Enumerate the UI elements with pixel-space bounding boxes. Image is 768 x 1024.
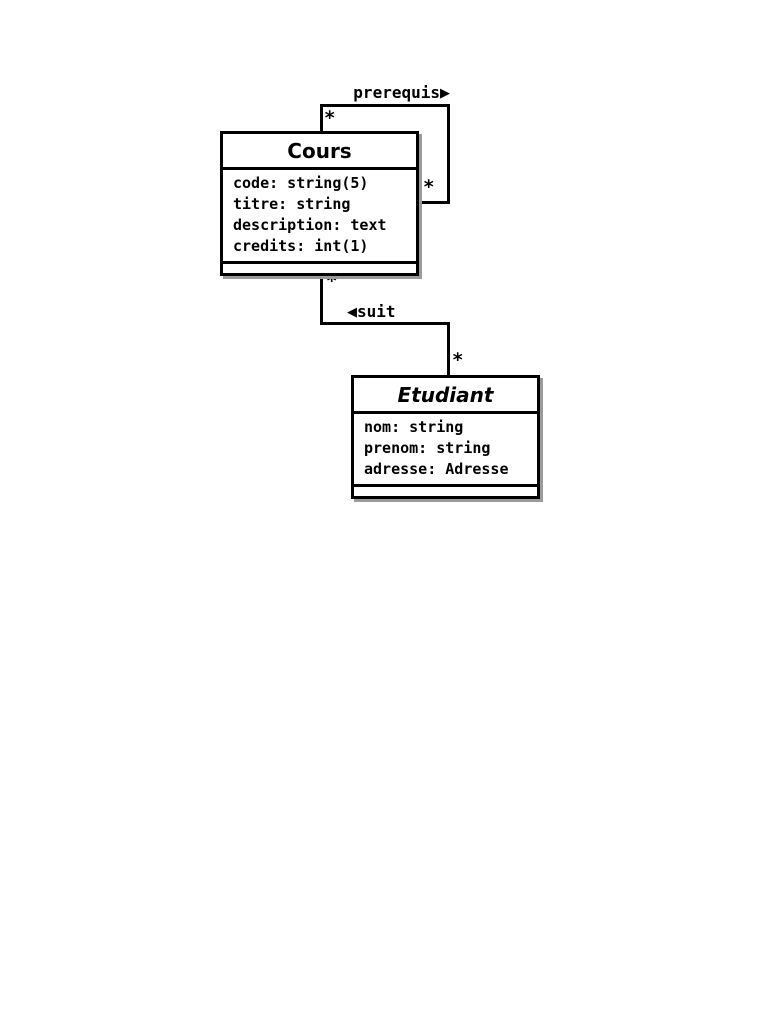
suit-association-segment-horizontal [320, 322, 450, 325]
prerequis-association-segment-right-vertical [447, 104, 450, 204]
suit-association-segment-lower-vertical [447, 322, 450, 376]
suit-association-label: ◀suit [347, 303, 396, 322]
prerequis-label-text: prerequis [353, 83, 440, 102]
class-box-etudiant: Etudiant nom: string prenom: string adre… [351, 375, 540, 499]
direction-arrow-left-icon: ◀ [347, 305, 357, 320]
suit-label-text: suit [357, 302, 396, 321]
class-attributes-cours: code: string(5) titre: string descriptio… [223, 170, 416, 264]
class-attribute: code: string(5) [233, 174, 369, 192]
class-attribute: titre: string [233, 195, 351, 213]
suit-association-segment-upper-vertical [320, 270, 323, 325]
class-attribute: adresse: Adresse [364, 460, 509, 478]
class-box-cours: Cours code: string(5) titre: string desc… [220, 131, 419, 276]
class-attributes-etudiant: nom: string prenom: string adresse: Adre… [354, 414, 537, 487]
suit-multiplicity-near-cours-bottom: * [326, 270, 338, 292]
prerequis-association-segment-top-horizontal [320, 104, 450, 107]
prerequis-multiplicity-near-cours-top: * [324, 107, 336, 129]
class-attribute: credits: int(1) [233, 237, 369, 255]
prerequis-multiplicity-near-cours-right: * [423, 176, 435, 198]
class-attribute: description: text [233, 216, 387, 234]
prerequis-association-label: prerequis▶ [330, 84, 450, 103]
class-title-etudiant: Etudiant [354, 378, 537, 414]
class-attribute: nom: string [364, 418, 464, 436]
direction-arrow-right-icon: ▶ [440, 86, 450, 101]
class-title-cours: Cours [223, 134, 416, 170]
class-operations-etudiant-empty [354, 487, 537, 496]
class-attribute: prenom: string [364, 439, 491, 457]
prerequis-association-segment-bottom-horizontal [420, 201, 450, 204]
suit-multiplicity-near-etudiant-top: * [452, 349, 464, 371]
class-operations-cours-empty [223, 264, 416, 273]
prerequis-association-segment-left-vertical [320, 104, 323, 133]
